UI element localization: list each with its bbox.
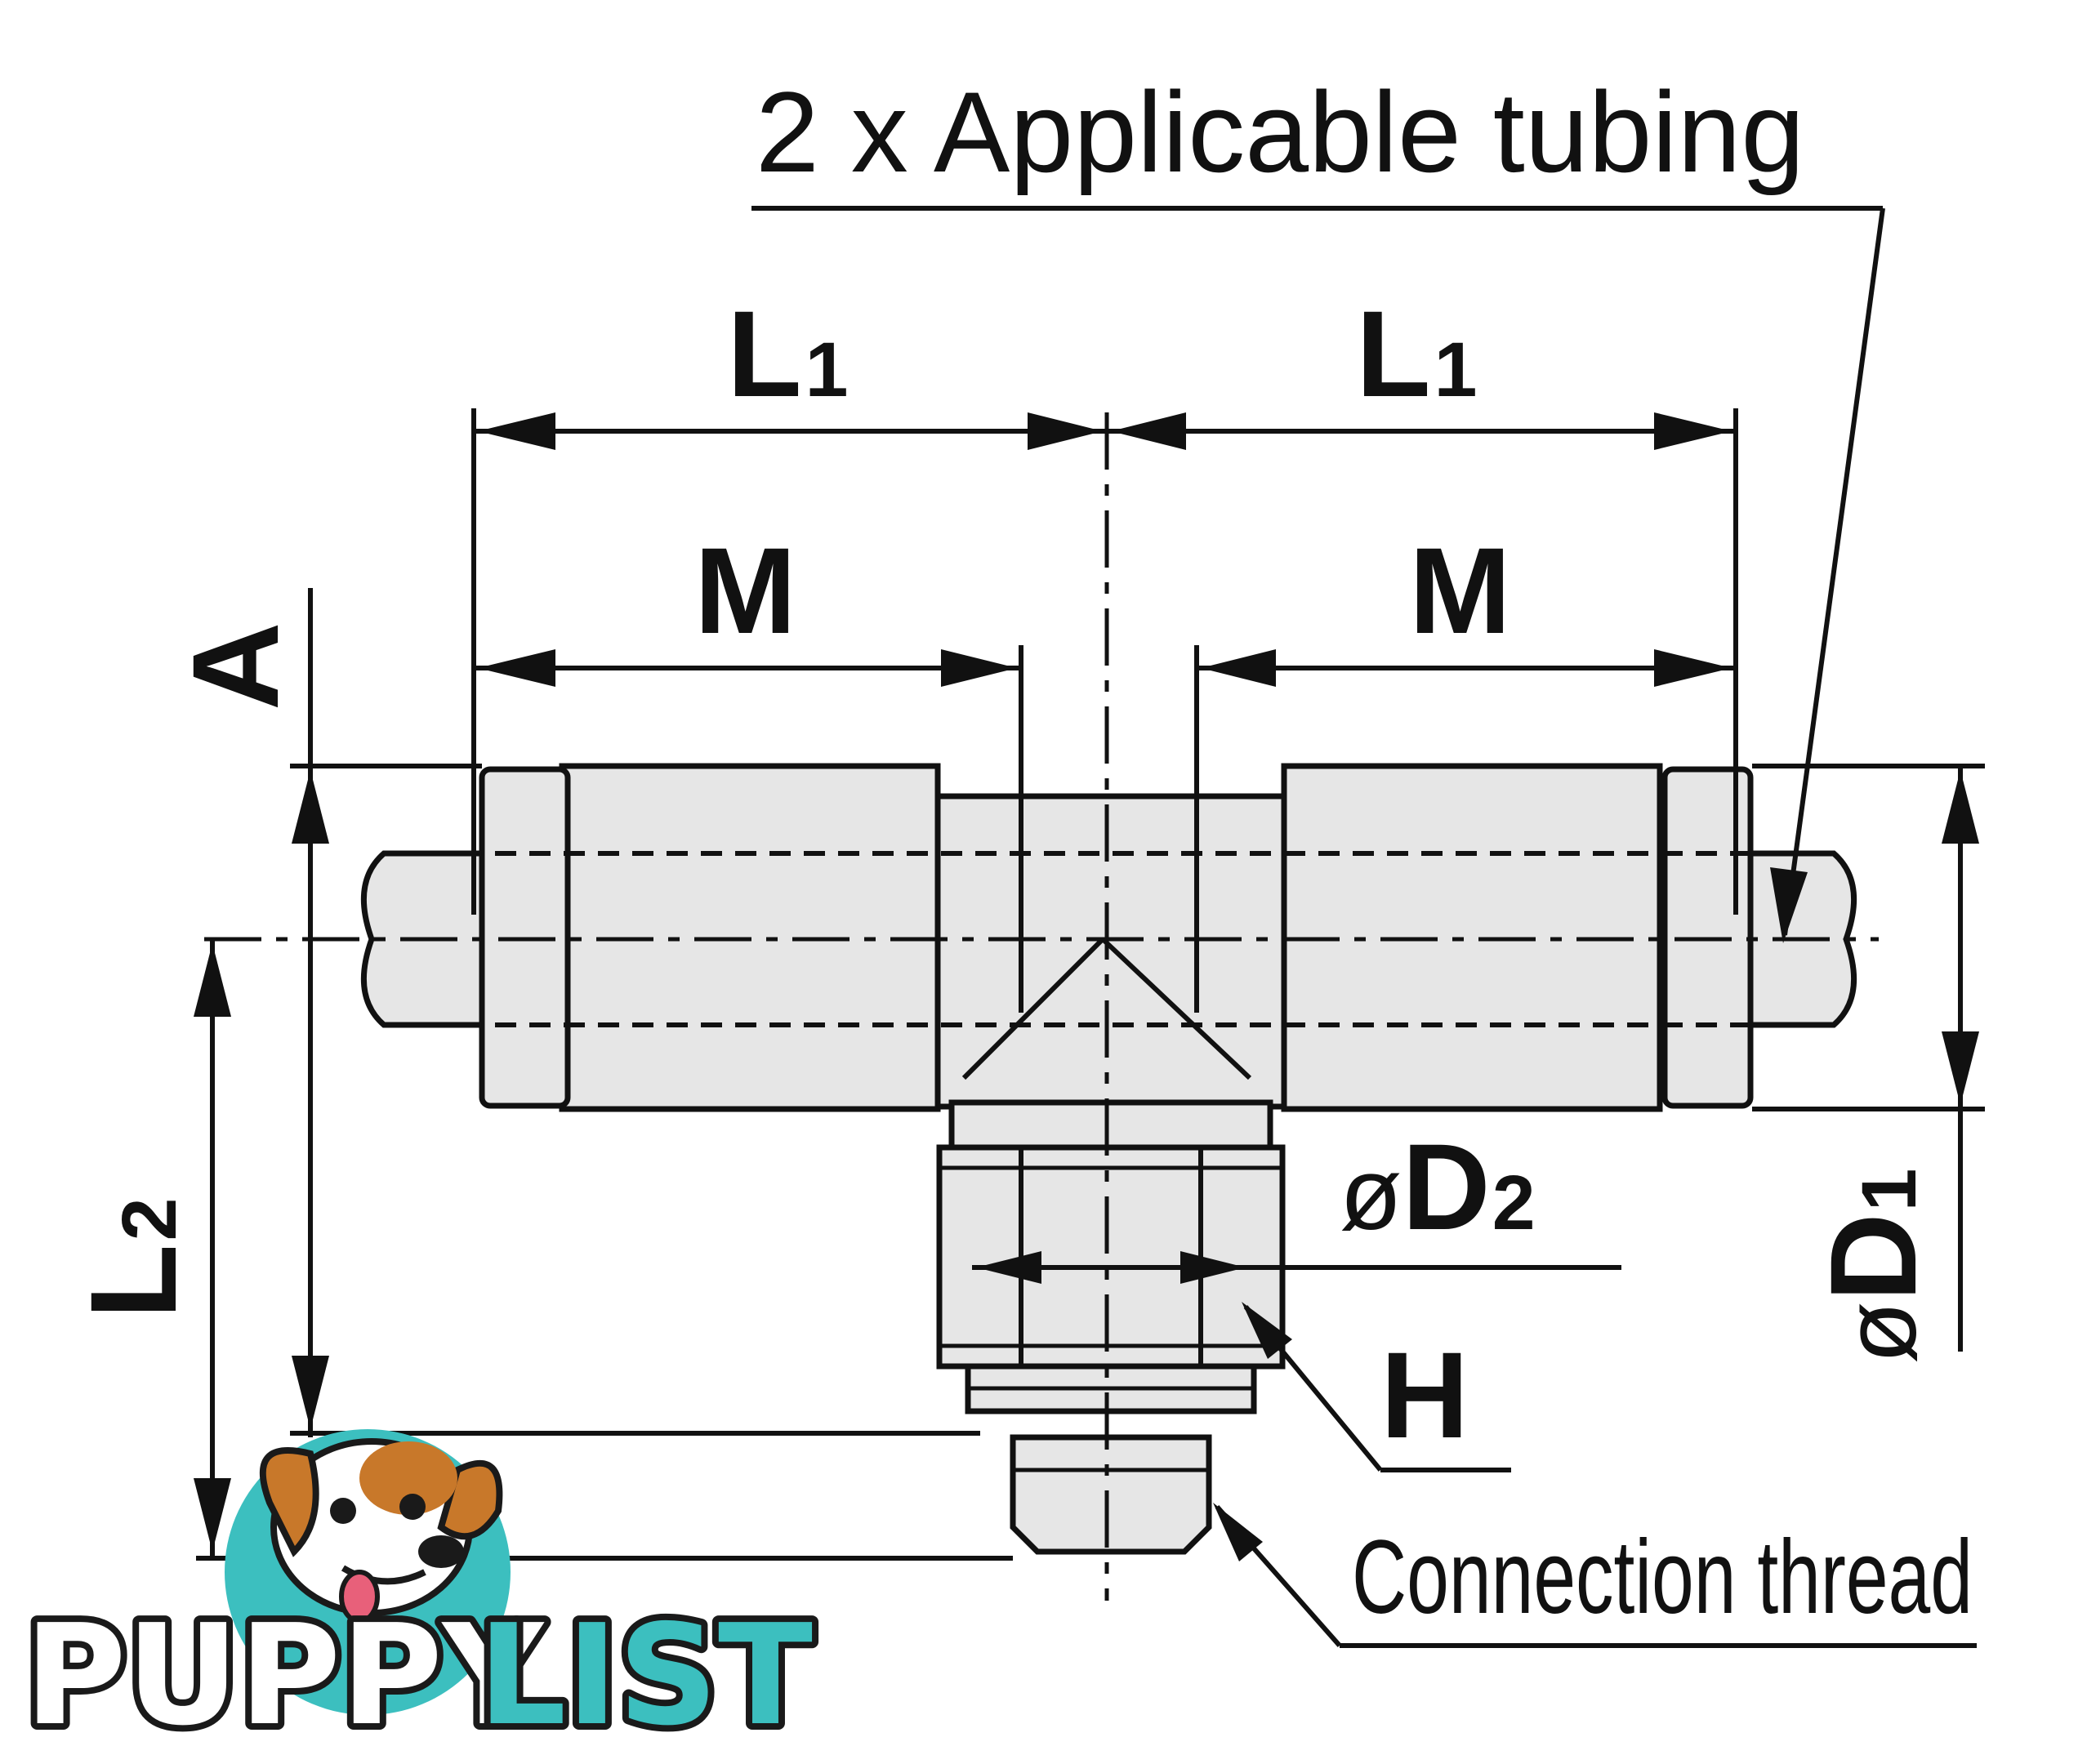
connection-thread-stub xyxy=(1010,1434,1212,1555)
dim-l1-left: L1 xyxy=(727,285,848,422)
tubing-note: 2 x Applicable tubing xyxy=(756,68,1804,196)
dim-m-right: M xyxy=(1409,522,1511,659)
tee-body xyxy=(479,763,1754,1155)
connection-thread-label: Connection thread xyxy=(1352,1519,1973,1636)
dim-d1: øD1 xyxy=(1804,1168,1942,1364)
dim-h: H xyxy=(1380,1326,1469,1463)
dim-l2: L2 xyxy=(65,1198,202,1319)
logo-text-list: LIST xyxy=(478,1595,813,1757)
dim-m-left: M xyxy=(694,522,796,659)
logo-text-puppy: PUPPY xyxy=(25,1595,545,1757)
dim-d2: øD2 xyxy=(1340,1118,1536,1255)
dim-a: A xyxy=(167,622,304,710)
puppy-face-icon xyxy=(225,1429,511,1715)
hex-nut xyxy=(936,1144,1286,1414)
dim-l1-right: L1 xyxy=(1356,285,1477,422)
puppylist-logo: PUPPY LIST xyxy=(18,1429,819,1763)
